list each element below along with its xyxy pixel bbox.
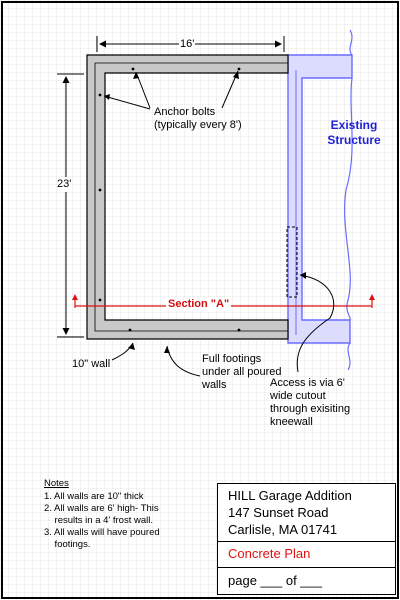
- existing-label-line1: Existing: [330, 118, 378, 132]
- anchor-bolt: [237, 328, 241, 332]
- title-divider: [218, 567, 395, 568]
- note-item: 3. All walls will have poured: [44, 527, 160, 538]
- note-item: 1. All walls are 10" thick: [44, 491, 144, 502]
- title-block: HILL Garage Addition 147 Sunset Road Car…: [217, 483, 396, 595]
- access-note: Access is via 6' wide cutout through exi…: [270, 377, 350, 429]
- footing-leader-arrowhead: [164, 346, 170, 353]
- anchor-leader-arrowhead: [104, 94, 110, 100]
- anchor-bolt: [98, 93, 102, 97]
- existing-break-line-right: [344, 77, 353, 321]
- footing-outline: [94, 62, 288, 332]
- anchor-bolt: [237, 67, 241, 71]
- project-title: HILL Garage Addition: [228, 488, 352, 503]
- anchor-bolts-sublabel: (typically every 8'): [154, 119, 242, 131]
- existing-label-line2: Structure: [327, 133, 381, 147]
- section-arrow-left-head: [72, 294, 78, 300]
- note-item: results in a 4' frost wall.: [44, 515, 153, 526]
- anchor-bolt: [98, 298, 102, 302]
- section-a-label: Section "A": [166, 298, 232, 311]
- notes-heading: Notes: [44, 478, 69, 489]
- title-divider: [218, 541, 395, 542]
- note-item: footings.: [44, 539, 91, 550]
- anchor-leader-arrowhead: [233, 71, 239, 79]
- access-leader: [296, 274, 335, 373]
- anchor-bolt-leader-3: [103, 95, 151, 110]
- existing-break-line-bottom: [347, 342, 351, 371]
- new-foundation-walls: [86, 54, 289, 340]
- height-dimension-label: 23': [57, 177, 72, 192]
- access-line3: through exisiting: [270, 403, 351, 415]
- height-dimension: [57, 73, 84, 338]
- anchor-bolt: [98, 188, 102, 192]
- footings-line1: Full footings: [202, 353, 262, 365]
- existing-structure: [286, 29, 353, 371]
- existing-structure-label: Existing Structure: [322, 118, 386, 148]
- anchor-bolts-label: Anchor bolts: [154, 106, 216, 118]
- access-line4: kneewall: [270, 416, 313, 428]
- footings-note: Full footings under all poured walls: [202, 353, 282, 392]
- page-number-line: page ___ of ___: [228, 573, 322, 588]
- access-cutout: [286, 226, 298, 298]
- width-dimension-label: 16': [179, 38, 196, 51]
- foundation-wall: [86, 54, 289, 340]
- leader-arrowheads: [104, 71, 306, 353]
- existing-wall-outline: [287, 54, 353, 344]
- wall-leader-arrowhead: [128, 343, 135, 350]
- notes-block: Notes 1. All walls are 10" thick 2. All …: [44, 478, 214, 551]
- footings-line2: under all poured: [202, 366, 282, 378]
- access-line2: wide cutout: [270, 390, 326, 402]
- plan-title: Concrete Plan: [228, 546, 311, 561]
- project-address-city: Carlisle, MA 01741: [228, 522, 338, 537]
- footings-line3: walls: [202, 379, 227, 391]
- note-item: 2. All walls are 6' high- This: [44, 503, 159, 514]
- project-address-street: 147 Sunset Road: [228, 505, 329, 520]
- access-line1: Access is via 6': [270, 377, 345, 389]
- anchor-leader-arrowhead: [133, 72, 139, 79]
- section-arrow-right-head: [369, 294, 375, 300]
- wall-thickness-label: 10" wall: [72, 358, 111, 370]
- anchor-bolt: [128, 328, 132, 332]
- existing-break-line-top: [349, 29, 353, 56]
- anchor-bolts-note: Anchor bolts (typically every 8'): [154, 106, 242, 132]
- access-leader-arrowhead: [300, 272, 306, 279]
- anchor-bolt: [131, 67, 135, 71]
